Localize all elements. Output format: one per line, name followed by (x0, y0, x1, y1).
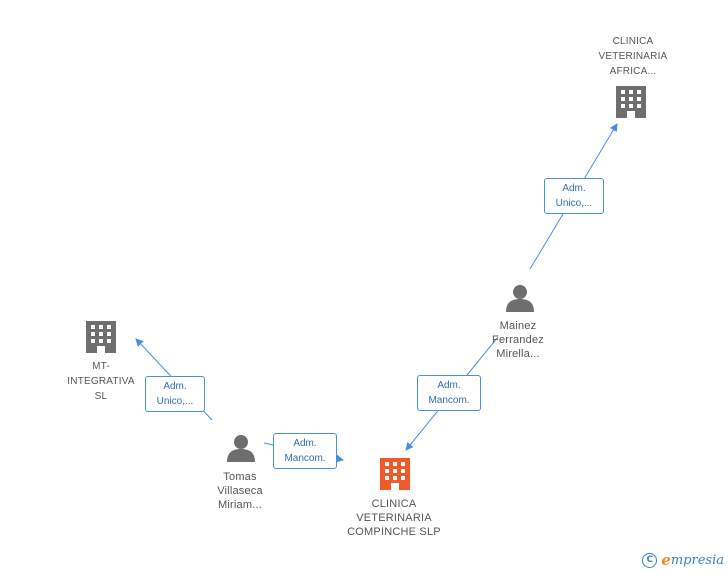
company-label-clinica-africa[interactable]: CLINICA VETERINARIA AFRICA... (598, 36, 668, 77)
building-icon-highlighted[interactable] (380, 458, 410, 490)
building-icon[interactable] (616, 86, 646, 118)
person-icon[interactable] (506, 285, 534, 312)
person-label-tomas[interactable]: Tomas Villaseca Miriam... (217, 471, 263, 511)
person-label-mainez[interactable]: Mainez Ferrandez Mirella... (492, 320, 544, 360)
company-label-mt-integrativa[interactable]: MT- INTEGRATIVA SL (67, 361, 135, 402)
edge-role-mainez-compinche[interactable]: Adm. Mancom. (417, 375, 481, 411)
brand-name: mpresia (670, 552, 724, 568)
brand-initial: e (661, 551, 671, 569)
edge-role-tomas-mt[interactable]: Adm. Unico,... (145, 376, 205, 412)
person-icon[interactable] (227, 435, 255, 462)
building-icon[interactable] (86, 321, 116, 353)
company-label-clinica-compinche[interactable]: CLINICA VETERINARIA COMPINCHE SLP (347, 498, 441, 538)
edge-role-tomas-compinche[interactable]: Adm. Mancom. (273, 433, 337, 469)
edge-role-mainez-africa[interactable]: Adm. Unico,... (544, 178, 604, 214)
copyright-icon: C (642, 552, 658, 568)
